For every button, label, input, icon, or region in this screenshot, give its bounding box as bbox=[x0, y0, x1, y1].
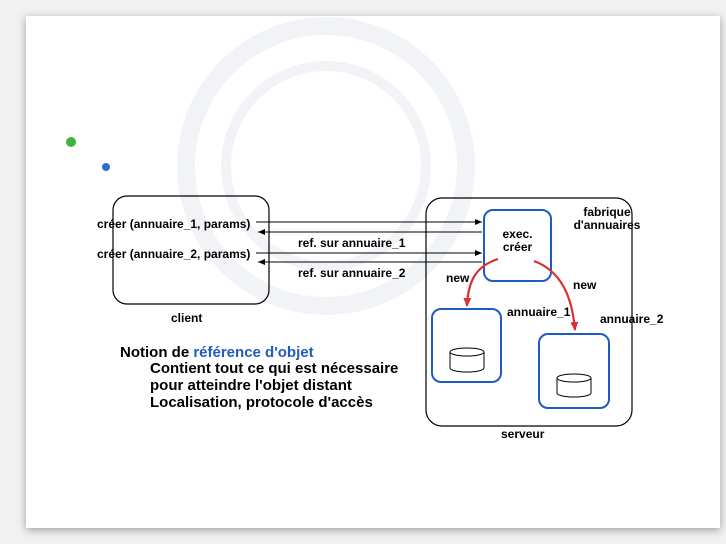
notion-line-4: Localisation, protocole d'accès bbox=[150, 394, 373, 411]
fabrique-label: fabrique bbox=[564, 205, 650, 219]
notion-line-3: pour atteindre l'objet distant bbox=[150, 377, 352, 394]
green-bullet-icon bbox=[66, 137, 76, 147]
annuaire-1-label: annuaire_1 bbox=[507, 305, 570, 319]
ref-annuaire-1-label: ref. sur annuaire_1 bbox=[298, 236, 405, 250]
notion-line-2: Contient tout ce qui est nécessaire bbox=[150, 360, 398, 377]
serveur-label: serveur bbox=[501, 427, 544, 441]
notion-highlight: référence d'objet bbox=[193, 344, 313, 361]
blue-bullet-icon bbox=[102, 163, 110, 171]
notion-heading: Notion de référence d'objet bbox=[120, 344, 314, 361]
new-arrow-annuaire-1 bbox=[467, 259, 498, 306]
slide: créer (annuaire_1, params) créer (annuai… bbox=[26, 16, 720, 528]
database-icon bbox=[450, 348, 484, 372]
exec-label: exec. bbox=[490, 227, 545, 241]
creer-annuaire-1-label: créer (annuaire_1, params) bbox=[97, 217, 250, 231]
annuaire-2-label: annuaire_2 bbox=[600, 312, 663, 326]
new-arrow-annuaire-2 bbox=[534, 261, 575, 330]
background-watermark bbox=[186, 26, 466, 306]
creer-annuaire-2-label: créer (annuaire_2, params) bbox=[97, 247, 250, 261]
notion-prefix: Notion de bbox=[120, 344, 193, 361]
creer-label: créer bbox=[490, 240, 545, 254]
ref-annuaire-2-label: ref. sur annuaire_2 bbox=[298, 266, 405, 280]
dannuaires-label: d'annuaires bbox=[564, 218, 650, 232]
database-icon bbox=[557, 374, 591, 397]
new-left-label: new bbox=[446, 271, 469, 285]
client-label: client bbox=[171, 311, 202, 325]
new-right-label: new bbox=[573, 278, 596, 292]
